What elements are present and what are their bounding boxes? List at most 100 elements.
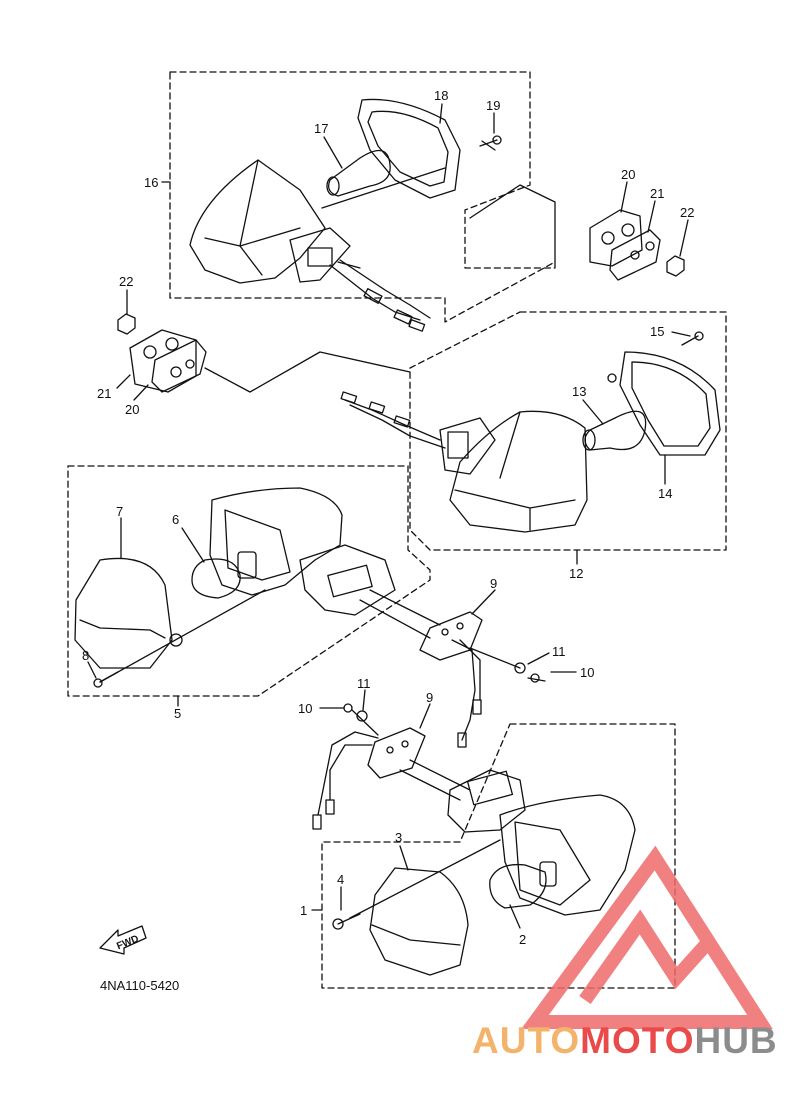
grommet-right-plate-hole bbox=[630, 250, 640, 260]
top-lamp-grommet bbox=[307, 247, 333, 267]
left-lamp-housing bbox=[209, 487, 343, 596]
right-bulb bbox=[584, 410, 647, 451]
top-lamp-housing-facet bbox=[239, 159, 301, 247]
bracket-upper-hole bbox=[456, 622, 464, 630]
watermark-moto: MOTO bbox=[580, 1020, 695, 1061]
part-code: 4NA110-5420 bbox=[100, 978, 179, 993]
bracket-lower bbox=[367, 727, 426, 779]
callout-20b: 20 bbox=[125, 402, 139, 417]
leader-21a bbox=[647, 200, 656, 233]
right-screw-head bbox=[694, 331, 704, 341]
top-lens bbox=[357, 98, 461, 199]
connector-line-left bbox=[204, 351, 411, 393]
callout-20a: 20 bbox=[621, 167, 635, 182]
washer-lower bbox=[356, 710, 368, 722]
callout-6: 6 bbox=[172, 512, 179, 527]
bracket-upper-hole bbox=[441, 628, 449, 636]
callout-22b: 22 bbox=[119, 274, 133, 289]
top-lamp-wire-connector bbox=[393, 309, 413, 325]
lower-stay-rod bbox=[399, 769, 461, 801]
grommet-left-plate-hole bbox=[185, 359, 195, 369]
callout-4: 4 bbox=[337, 872, 344, 887]
callout-7: 7 bbox=[116, 504, 123, 519]
grommet-right bbox=[589, 209, 643, 267]
callout-8: 8 bbox=[82, 648, 89, 663]
left-stay-rod bbox=[369, 589, 441, 626]
left-screw-head bbox=[93, 678, 103, 688]
lower-bulb bbox=[489, 863, 547, 909]
bracket-lower-connector bbox=[312, 814, 322, 830]
bracket-upper-wire bbox=[451, 639, 476, 741]
top-screw-head bbox=[492, 135, 502, 145]
bolt-lower-line bbox=[351, 709, 379, 736]
lower-lamp-stem bbox=[447, 769, 526, 833]
callout-11b: 11 bbox=[357, 676, 371, 691]
leader-15 bbox=[671, 331, 691, 337]
washer-upper bbox=[514, 662, 526, 674]
bracket-lower-hole bbox=[386, 746, 394, 754]
top-bulb bbox=[327, 149, 391, 197]
left-lamp-stem bbox=[299, 544, 396, 616]
left-screw-leader bbox=[99, 589, 266, 683]
callout-11a: 11 bbox=[552, 644, 566, 659]
bracket-lower-wire bbox=[317, 731, 379, 816]
callout-13: 13 bbox=[572, 384, 586, 399]
lower-lens bbox=[369, 867, 469, 976]
right-bulb-base bbox=[582, 429, 596, 451]
grommet-left-hole bbox=[143, 345, 157, 359]
lower-lens-inner bbox=[371, 924, 461, 946]
grommet-right-hole bbox=[601, 231, 615, 245]
fwd-label: FWD bbox=[115, 934, 140, 953]
top-screw bbox=[479, 139, 498, 151]
bolt-lower-head bbox=[343, 703, 353, 713]
bolt-upper-leader bbox=[469, 647, 521, 669]
leader-22a bbox=[679, 219, 689, 257]
left-lens-inner bbox=[79, 619, 166, 639]
left-lamp-grommet bbox=[327, 564, 373, 598]
grommet-left-plate-hole bbox=[170, 366, 182, 378]
lower-screw-leader bbox=[349, 839, 501, 919]
group-12-outline bbox=[409, 311, 727, 551]
watermark-logo-icon bbox=[521, 845, 773, 1029]
callout-3: 3 bbox=[395, 830, 402, 845]
right-lens-inner bbox=[631, 361, 711, 447]
top-lens-inner bbox=[367, 110, 449, 187]
left-lamp-housing-inner bbox=[224, 509, 291, 581]
leader-20a bbox=[620, 181, 628, 213]
lower-stay-rod bbox=[409, 759, 471, 791]
bracket-upper-connector bbox=[457, 732, 467, 748]
leader-9a bbox=[471, 589, 496, 615]
callout-15: 15 bbox=[650, 324, 664, 339]
callout-2: 2 bbox=[519, 932, 526, 947]
group-16-outline bbox=[169, 71, 556, 323]
leader-11b bbox=[362, 689, 366, 711]
top-lamp-wire-connector bbox=[363, 288, 383, 304]
nut-right bbox=[666, 255, 685, 277]
callout-1: 1 bbox=[300, 903, 307, 918]
right-lamp-collar bbox=[439, 417, 496, 475]
callout-10a: 10 bbox=[580, 665, 594, 680]
right-lens-tab bbox=[607, 373, 617, 383]
callout-14: 14 bbox=[658, 486, 672, 501]
leader-6 bbox=[181, 527, 205, 563]
nut-left bbox=[117, 313, 136, 335]
callout-16: 16 bbox=[144, 175, 158, 190]
callout-17: 17 bbox=[314, 121, 328, 136]
right-lamp-wire bbox=[344, 399, 441, 441]
group-5-outline bbox=[67, 465, 431, 697]
top-bulb-leader-line bbox=[321, 167, 446, 209]
right-lamp-housing bbox=[449, 410, 588, 533]
callout-5: 5 bbox=[174, 706, 181, 721]
top-lamp-bolt bbox=[337, 261, 361, 269]
left-stay-rod bbox=[359, 599, 431, 639]
leader-17 bbox=[323, 136, 343, 169]
left-lens-tab bbox=[169, 633, 183, 647]
callout-12: 12 bbox=[569, 566, 583, 581]
lower-bulb-base bbox=[539, 861, 557, 887]
watermark-text: AUTOMOTOHUB bbox=[472, 1020, 778, 1062]
grommet-left bbox=[129, 329, 197, 393]
top-lamp-wire bbox=[329, 264, 421, 321]
top-lamp-stem-collar bbox=[289, 227, 351, 283]
top-lamp-housing-facet bbox=[204, 237, 263, 276]
leader-11a bbox=[527, 652, 550, 665]
